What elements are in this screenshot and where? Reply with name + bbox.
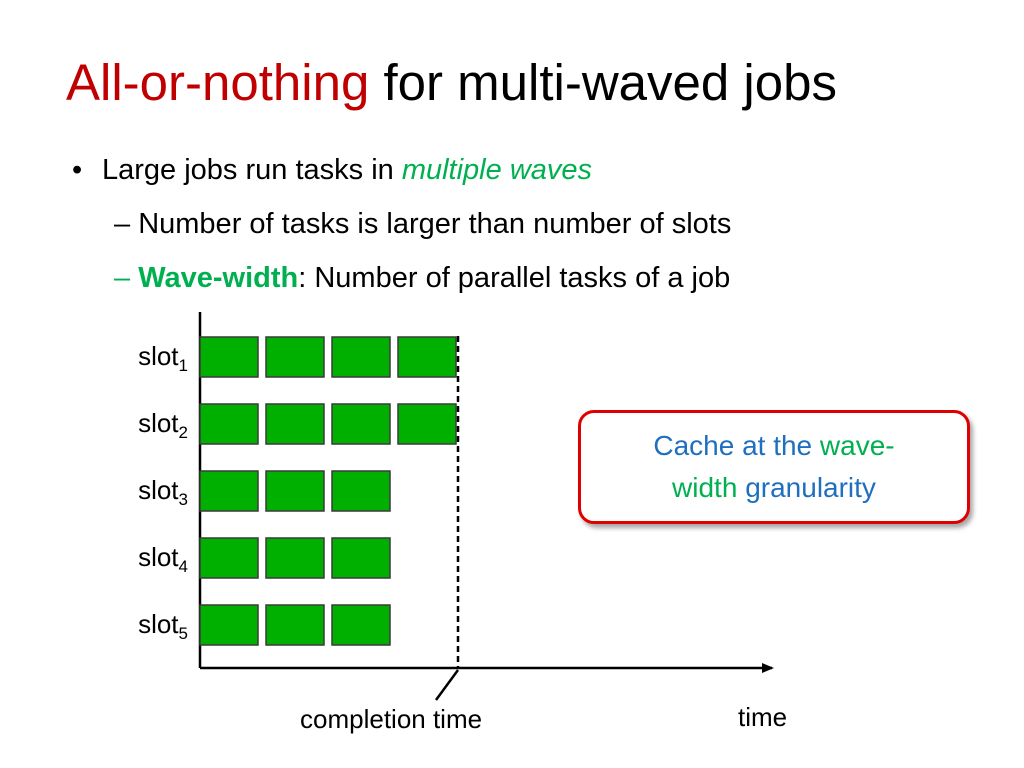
slot-label-text: slot: [138, 542, 179, 572]
completion-time-label: completion time: [300, 704, 483, 734]
completion-pointer: [434, 669, 460, 701]
slot-label-text: slot: [138, 408, 179, 438]
task-block: [199, 470, 259, 512]
callout-part-3: width: [672, 472, 738, 503]
task-block: [397, 336, 457, 378]
bullet-sub-1: – Number of tasks is larger than number …: [114, 204, 731, 244]
slot-label-index: 3: [178, 490, 188, 510]
sub-2-highlight: Wave-width: [138, 262, 299, 294]
title-rest: for multi-waved jobs: [369, 54, 837, 111]
task-block: [199, 403, 259, 445]
task-block: [265, 403, 325, 445]
task-blocks: [199, 336, 457, 646]
task-block: [265, 604, 325, 646]
task-block: [331, 604, 391, 646]
bullet-marker: •: [72, 154, 83, 186]
slot-label-text: slot: [138, 609, 179, 639]
task-block: [331, 470, 391, 512]
slot-label: slot5: [112, 609, 188, 642]
slot-label-index: 5: [178, 624, 188, 644]
bullet-main-plain: Large jobs run tasks in: [102, 154, 402, 186]
task-block: [265, 336, 325, 378]
slot-label-text: slot: [138, 475, 179, 505]
sub-1-text: Number of tasks is larger than number of…: [138, 208, 732, 240]
callout-part-1: Cache at the: [653, 430, 820, 461]
task-block: [199, 604, 259, 646]
slide-title: All-or-nothing for multi-waved jobs: [66, 52, 837, 114]
task-block: [331, 537, 391, 579]
task-block: [265, 537, 325, 579]
bullet-main-text: Large jobs run tasks in multiple waves: [102, 150, 592, 190]
task-block: [331, 336, 391, 378]
slot-label: slot3: [112, 475, 188, 508]
slot-label-index: 1: [178, 356, 188, 376]
title-accent: All-or-nothing: [66, 54, 370, 111]
task-block: [199, 537, 259, 579]
slot-label-index: 4: [178, 557, 188, 577]
task-block: [397, 403, 457, 445]
callout-part-2: wave-: [819, 430, 895, 461]
task-block: [265, 470, 325, 512]
sub-1-marker: –: [114, 208, 131, 240]
slot-label: slot1: [112, 341, 188, 374]
cache-callout: Cache at the wave- width granularity: [578, 410, 970, 524]
bullet-sub-2: – Wave-width: Number of parallel tasks o…: [114, 258, 730, 298]
sub-2-text: : Number of parallel tasks of a job: [298, 262, 731, 294]
time-axis-label: time: [738, 702, 788, 732]
task-block: [199, 336, 259, 378]
callout-part-4: granularity: [737, 472, 876, 503]
slot-label-index: 2: [178, 423, 188, 443]
slot-label: slot4: [112, 542, 188, 575]
bullet-main-highlight: multiple waves: [401, 154, 593, 186]
sub-2-marker: –: [114, 262, 131, 294]
task-block: [331, 403, 391, 445]
slot-label-text: slot: [138, 341, 179, 371]
slot-label: slot2: [112, 408, 188, 441]
